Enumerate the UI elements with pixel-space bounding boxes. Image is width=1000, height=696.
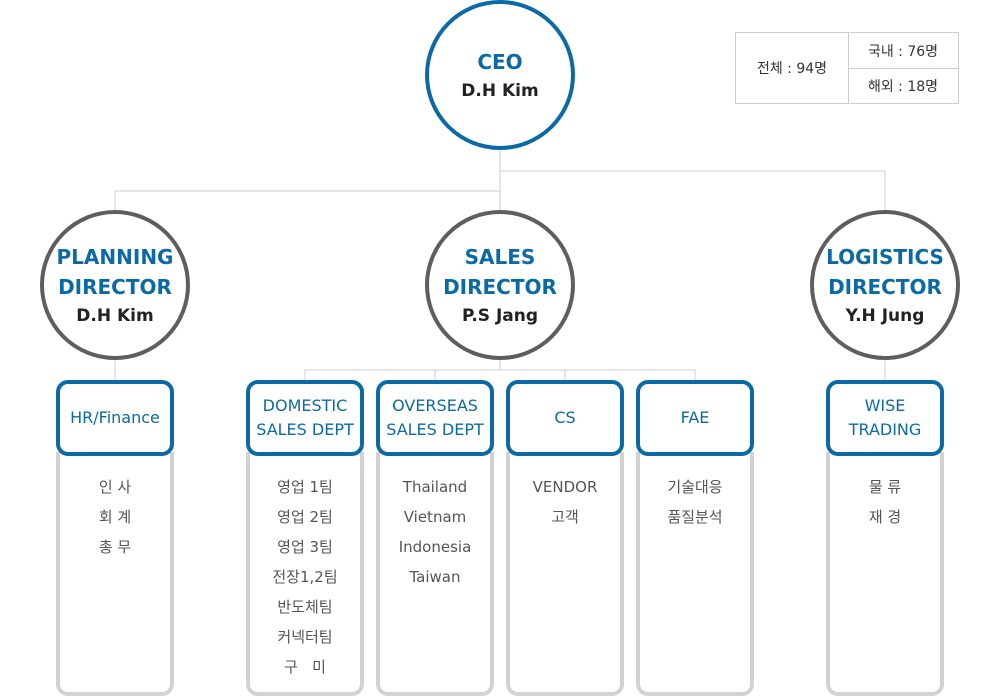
employee-count-table: 전체 : 94명 국내 : 76명 해외 : 18명 xyxy=(735,32,959,104)
dept-item: 기술대응 xyxy=(667,478,723,496)
ceo-title: CEO xyxy=(477,50,523,74)
dept-cs: VENDOR 고객 CS xyxy=(506,380,624,696)
dept-item: 반도체팀 xyxy=(277,598,333,616)
dept-wise-trading-items: 물 류 재 경 xyxy=(826,452,944,696)
ceo-node: CEO D.H Kim xyxy=(425,0,575,150)
dept-item: Vietnam xyxy=(403,508,467,526)
dept-item: 인 사 xyxy=(98,478,132,496)
planning-director-node: PLANNING DIRECTOR D.H Kim xyxy=(40,210,190,360)
dept-cs-items: VENDOR 고객 xyxy=(506,452,624,696)
dept-hr-finance-items: 인 사 회 계 총 무 xyxy=(56,452,174,696)
dept-item: 고객 xyxy=(551,508,579,526)
dept-wise-trading: 물 류 재 경 WISE TRADING xyxy=(826,380,944,696)
dept-cs-title: CS xyxy=(506,380,624,456)
domestic-count: 국내 : 76명 xyxy=(848,33,958,69)
dept-fae-items: 기술대응 품질분석 xyxy=(636,452,754,696)
planning-director-title: PLANNING DIRECTOR xyxy=(56,245,174,299)
dept-fae: 기술대응 품질분석 FAE xyxy=(636,380,754,696)
dept-overseas-sales: Thailand Vietnam Indonesia Taiwan OVERSE… xyxy=(376,380,494,696)
dept-item: 재 경 xyxy=(868,508,902,526)
dept-item: 품질분석 xyxy=(667,508,723,526)
dept-item: Taiwan xyxy=(409,568,461,586)
dept-fae-title: FAE xyxy=(636,380,754,456)
logistics-director-title: LOGISTICS DIRECTOR xyxy=(826,245,944,299)
overseas-count: 해외 : 18명 xyxy=(867,78,939,95)
dept-item: Thailand xyxy=(402,478,468,496)
dept-item: VENDOR xyxy=(532,478,598,496)
sales-director-node: SALES DIRECTOR P.S Jang xyxy=(425,210,575,360)
dept-item: 총 무 xyxy=(98,538,132,556)
dept-hr-finance-title: HR/Finance xyxy=(56,380,174,456)
dept-wise-trading-title: WISE TRADING xyxy=(826,380,944,456)
sales-director-name: P.S Jang xyxy=(461,306,539,326)
dept-item: Indonesia xyxy=(398,538,472,556)
logistics-director-name: Y.H Jung xyxy=(845,306,925,326)
dept-domestic-sales: 영업 1팀 영업 2팀 영업 3팀 전장1,2팀 반도체팀 커넥터팀 구 미 D… xyxy=(246,380,364,696)
dept-domestic-sales-items: 영업 1팀 영업 2팀 영업 3팀 전장1,2팀 반도체팀 커넥터팀 구 미 xyxy=(246,452,364,696)
dept-item: 영업 2팀 xyxy=(277,508,333,526)
dept-domestic-sales-title: DOMESTIC SALES DEPT xyxy=(246,380,364,456)
ceo-name: D.H Kim xyxy=(461,81,539,101)
dept-item: 영업 1팀 xyxy=(277,478,333,496)
total-count: 전체 : 94명 xyxy=(736,33,849,103)
planning-director-name: D.H Kim xyxy=(76,306,154,326)
sales-director-title: SALES DIRECTOR xyxy=(443,245,557,299)
dept-item: 회 계 xyxy=(98,508,132,526)
dept-item: 커넥터팀 xyxy=(277,628,333,646)
dept-item: 구 미 xyxy=(284,658,326,676)
dept-hr-finance: 인 사 회 계 총 무 HR/Finance xyxy=(56,380,174,696)
dept-item: 영업 3팀 xyxy=(277,538,333,556)
logistics-director-node: LOGISTICS DIRECTOR Y.H Jung xyxy=(810,210,960,360)
dept-item: 전장1,2팀 xyxy=(272,568,338,586)
dept-item: 물 류 xyxy=(868,478,902,496)
dept-overseas-sales-title: OVERSEAS SALES DEPT xyxy=(376,380,494,456)
dept-overseas-sales-items: Thailand Vietnam Indonesia Taiwan xyxy=(376,452,494,696)
